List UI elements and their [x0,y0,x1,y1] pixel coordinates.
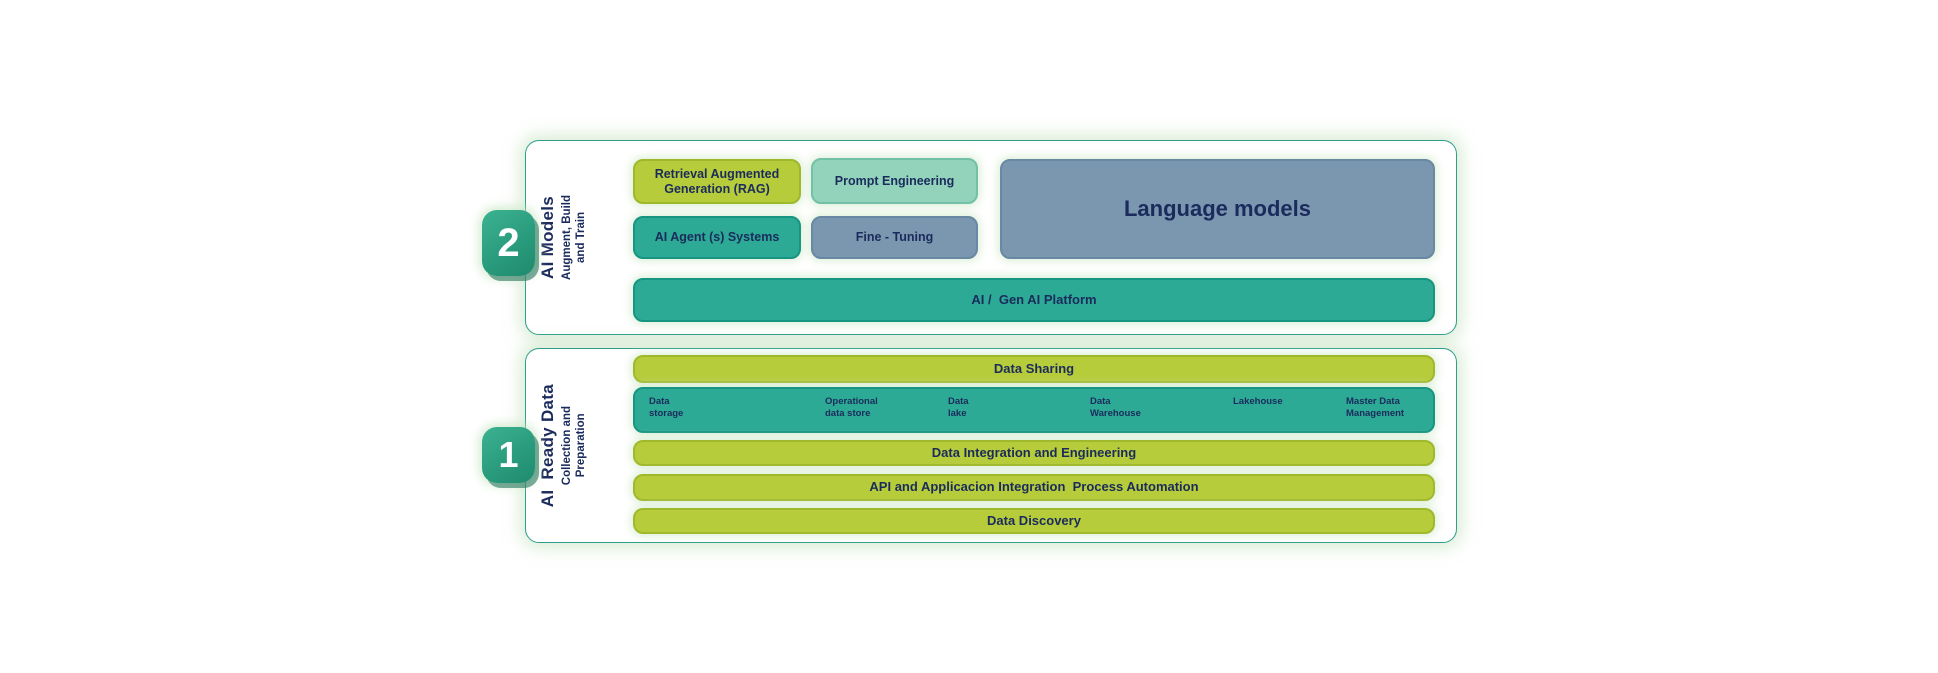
ai-models-vertical-label: AI Models Augment, Build and Train [538,141,589,334]
ai-models-subtitle: Augment, Build and Train [561,195,587,280]
bar-data-stores: Data storage Operational data store Data… [633,387,1435,433]
bar-ai-gen-ai-platform: AI / Gen AI Platform [633,278,1435,322]
ai-ready-data-vertical-label: AI Ready Data Collection and Preparation [538,349,589,542]
label-data-warehouse: Data Warehouse [1090,396,1141,419]
label-operational-data-store: Operational data store [825,396,878,419]
box-prompt-engineering: Prompt Engineering [811,158,978,204]
ai-models-title: AI Models [538,196,557,279]
ai-ready-data-panel: AI Ready Data Collection and Preparation… [525,348,1457,543]
label-data-lake: Data lake [948,396,969,419]
bar-api-application-integration: API and Applicacion Integration Process … [633,474,1435,501]
bar-data-integration-engineering: Data Integration and Engineering [633,440,1435,466]
section-1-number-badge: 1 [482,427,535,483]
label-master-data-management: Master Data Management [1346,396,1405,419]
label-lakehouse: Lakehouse [1233,396,1283,407]
ai-ready-data-subtitle: Collection and Preparation [561,405,587,486]
bar-data-sharing: Data Sharing [633,355,1435,383]
ai-models-panel: AI Models Augment, Build and Train Retri… [525,140,1457,335]
box-retrieval-augmented-generation: Retrieval Augmented Generation (RAG) [633,159,801,204]
ai-ready-data-title: AI Ready Data [538,383,557,508]
section-2-number-badge: 2 [482,210,535,276]
box-fine-tuning: Fine - Tuning [811,216,978,259]
bar-data-discovery: Data Discovery [633,508,1435,534]
label-data-storage: Data storage [649,396,684,419]
box-language-models: Language models [1000,159,1435,259]
box-ai-agent-systems: AI Agent (s) Systems [633,216,801,259]
